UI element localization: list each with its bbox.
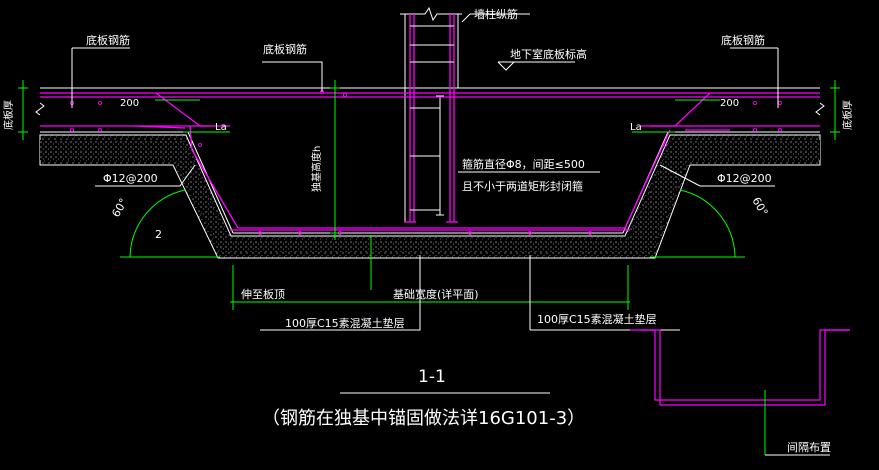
label-bottom-rebar-right: 底板钢筋: [721, 33, 765, 47]
wall-column: [400, 6, 462, 222]
label-rebar-spec-left: Φ12@200: [103, 172, 158, 185]
section-subtitle: （钢筋在独基中锚固做法详16G101-3）: [262, 408, 585, 429]
label-200-right: 200: [720, 98, 739, 109]
label-extend-to-top: 伸至板顶: [241, 287, 285, 301]
label-stirrup-note-2: 且不小于两道矩形封闭箍: [462, 179, 583, 193]
label-la-right: La: [630, 122, 642, 133]
column-stirrups: [410, 25, 454, 216]
label-la-left: La: [215, 122, 227, 133]
label-foundation-height: 独基高度h: [310, 146, 323, 192]
label-rebar-spec-right: Φ12@200: [717, 172, 772, 185]
label-wall-col-rebar: 墙柱纵筋: [474, 7, 518, 21]
label-200-left: 200: [120, 98, 139, 109]
label-bottom-rebar-left: 底板钢筋: [86, 33, 130, 47]
spacing-detail: [630, 329, 850, 456]
label-bottom-rebar-mid: 底板钢筋: [263, 42, 307, 56]
label-angle-left: 60°: [109, 196, 130, 219]
label-num-2: 2: [155, 228, 162, 241]
label-c15-left: 100厚C15素混凝土垫层: [285, 316, 405, 330]
label-c15-right: 100厚C15素混凝土垫层: [537, 312, 657, 326]
label-stirrup-note-1: 箍筋直径Φ8，间距≤500: [462, 157, 585, 171]
label-spacing-note: 间隔布置: [787, 441, 831, 454]
dimension-lines: [18, 80, 840, 310]
c15-blinding-layer: [39, 134, 821, 259]
label-basement-floor-elev: 地下室底板标高: [510, 47, 587, 61]
slab-top-rebar: [40, 92, 820, 231]
label-angle-right: 60°: [749, 195, 770, 218]
label-slab-thickness-right: 底板厚: [841, 100, 854, 130]
label-slab-thickness-left: 底板厚: [2, 100, 15, 130]
column-longitudinal-rebar: [404, 14, 458, 223]
section-title: 1-1: [418, 367, 446, 387]
label-foundation-width: 基础宽度(详平面): [393, 287, 479, 301]
leader-lines: [71, 13, 779, 394]
